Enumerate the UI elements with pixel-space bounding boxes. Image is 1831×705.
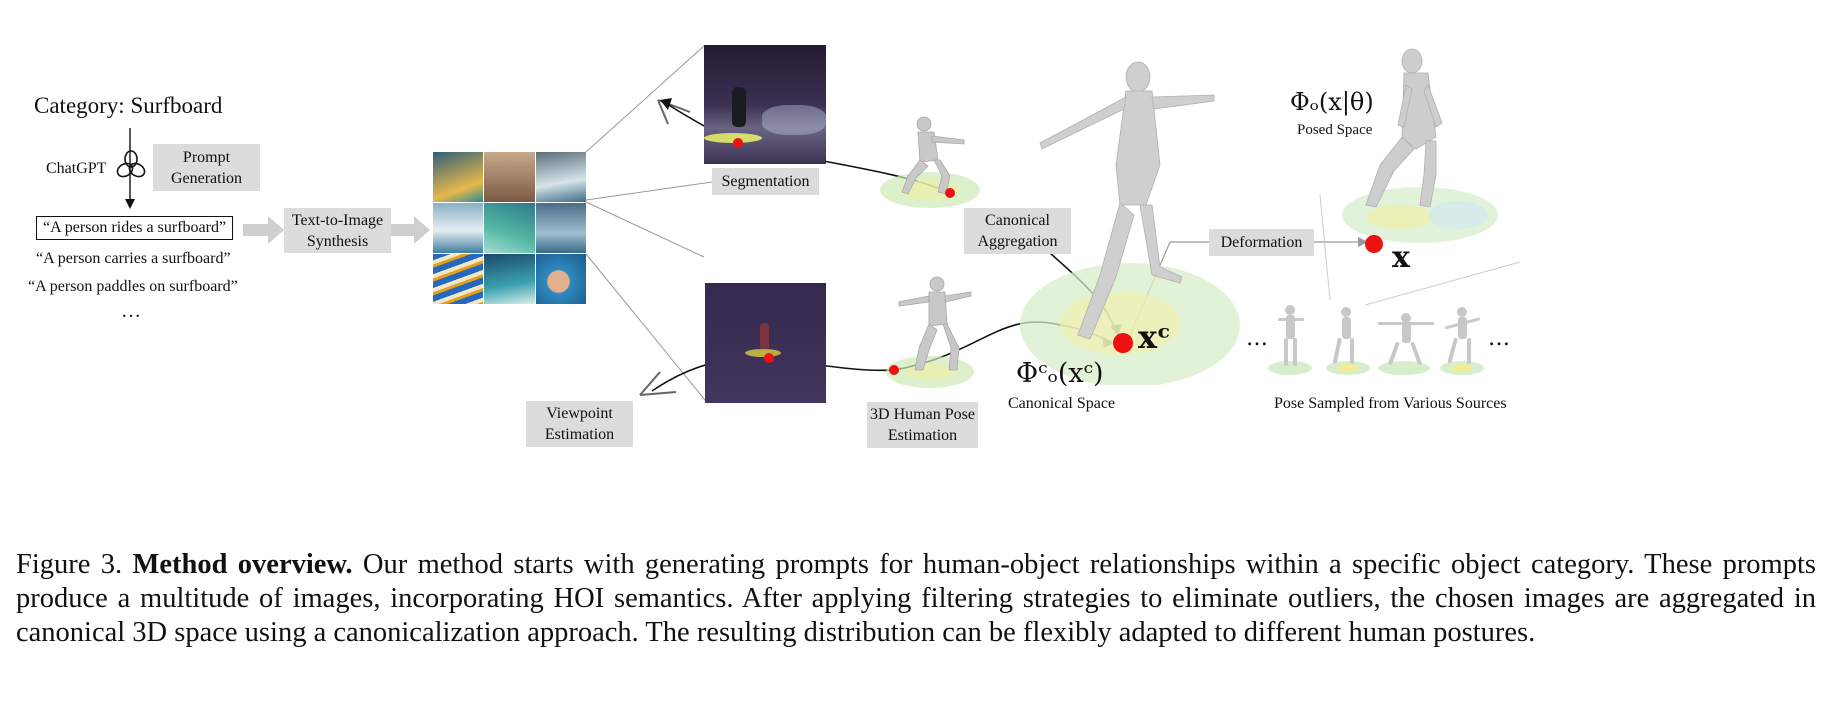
correspondence-point — [733, 138, 743, 148]
generated-image — [484, 203, 535, 253]
generated-image — [535, 203, 586, 253]
connector-lines — [125, 45, 1521, 401]
posed-formula: Φₒ(x|θ) — [1290, 88, 1374, 116]
caption-title: Method overview. — [132, 549, 353, 580]
generated-image — [433, 203, 484, 253]
pose-estimation-image — [705, 283, 826, 403]
pose-estimation-box: 3D Human Pose Estimation — [867, 402, 978, 448]
generated-image — [433, 254, 484, 304]
samples-ellipsis-left: … — [1246, 326, 1268, 351]
method-overview-figure: Category: Surfboard ChatGPT — [28, 45, 1521, 448]
correspondence-point — [764, 353, 774, 363]
correspondence-point — [945, 188, 955, 198]
canonical-human-mesh — [1020, 61, 1240, 385]
caption-text: Our method starts with generating prompt… — [16, 549, 1816, 648]
posed-space-label: Posed Space — [1297, 122, 1373, 138]
segmentation-box: Segmentation — [712, 168, 819, 195]
generated-image-grid — [433, 152, 586, 304]
generated-image — [433, 152, 484, 202]
human-mesh-crouching — [880, 116, 980, 208]
samples-ellipsis-right: … — [1488, 326, 1510, 351]
posed-point-label: x — [1392, 240, 1410, 275]
canonical-point-label: xᶜ — [1138, 318, 1171, 356]
posed-point — [1365, 235, 1383, 253]
generated-image — [484, 152, 535, 202]
generated-image — [535, 254, 586, 304]
human-mesh-surfing — [886, 276, 974, 388]
prompt-item: “A person rides a surfboard” — [36, 216, 234, 240]
viewpoint-eye-icon-top — [657, 99, 691, 125]
generated-image — [535, 152, 586, 202]
figure-caption: Figure 3. Method overview. Our method st… — [16, 548, 1816, 650]
chatgpt-label: ChatGPT — [46, 160, 107, 177]
segmentation-image — [704, 45, 826, 164]
posed-human-mesh — [1342, 48, 1498, 243]
generated-image — [484, 254, 535, 304]
viewpoint-eye-icon-bottom — [639, 371, 677, 396]
sampled-pose — [1378, 313, 1434, 375]
prompt-item: “A person carries a surfboard” — [36, 250, 231, 267]
correspondence-point — [889, 365, 899, 375]
arrow-to-images — [391, 216, 430, 244]
canonical-space-label: Canonical Space — [1008, 395, 1116, 412]
sampled-pose — [1268, 305, 1312, 375]
sampled-poses — [1268, 305, 1484, 375]
text-to-image-synthesis-box: Text-to-Image Synthesis — [284, 208, 391, 253]
deformation-box: Deformation — [1209, 229, 1314, 256]
category-label: Category: Surfboard — [34, 93, 223, 118]
prompt-ellipsis: … — [121, 300, 141, 322]
prompt-generation-box: Prompt Generation — [153, 144, 260, 191]
canonical-formula: Φᶜₒ(xᶜ) — [1016, 358, 1104, 389]
figure-number: Figure 3. — [16, 549, 123, 580]
sampled-pose — [1326, 307, 1370, 375]
viewpoint-estimation-box: Viewpoint Estimation — [526, 401, 633, 447]
pose-samples-label: Pose Sampled from Various Sources — [1274, 395, 1507, 412]
chatgpt-logo-icon — [116, 150, 146, 178]
sampled-pose — [1440, 307, 1484, 375]
canonical-aggregation-box: Canonical Aggregation — [964, 208, 1071, 254]
prompt-item: “A person paddles on surfboard” — [28, 278, 238, 295]
canonical-point — [1113, 333, 1133, 353]
arrow-to-synthesis — [243, 216, 284, 244]
